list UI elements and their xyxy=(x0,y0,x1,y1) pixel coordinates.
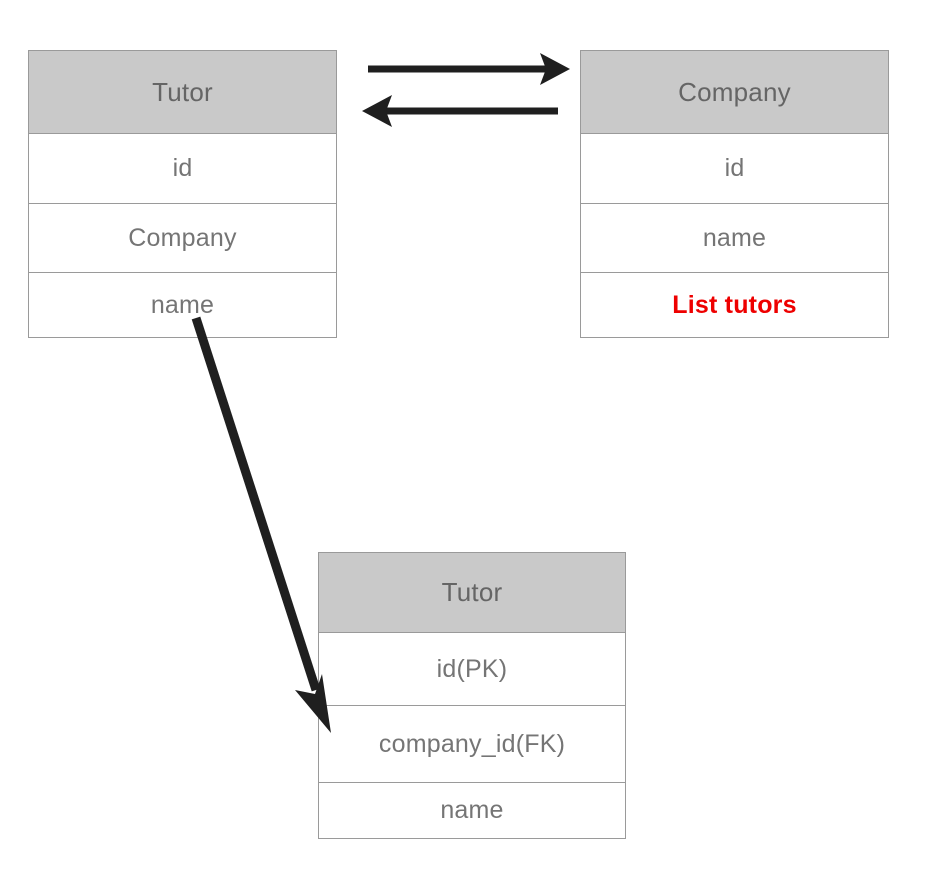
arrow-tutor-to-table-icon xyxy=(191,316,331,733)
arrow-tutor-to-company-icon xyxy=(368,53,570,85)
entity-company[interactable]: Company id name List tutors xyxy=(580,50,889,338)
arrow-company-to-tutor-icon xyxy=(362,95,558,127)
entity-tutor-left-row-name[interactable]: name xyxy=(29,273,336,337)
entity-company-header: Company xyxy=(581,51,888,134)
entity-company-row-name[interactable]: name xyxy=(581,204,888,273)
entity-tutor-left-row-company[interactable]: Company xyxy=(29,204,336,273)
entity-tutor-left-header: Tutor xyxy=(29,51,336,134)
entity-tutor-bottom-row-id-pk[interactable]: id(PK) xyxy=(319,633,625,706)
entity-company-row-list-tutors[interactable]: List tutors xyxy=(581,273,888,337)
entity-tutor-bottom[interactable]: Tutor id(PK) company_id(FK) name xyxy=(318,552,626,839)
entity-tutor-left-row-id[interactable]: id xyxy=(29,134,336,204)
entity-tutor-bottom-header: Tutor xyxy=(319,553,625,633)
entity-tutor-left[interactable]: Tutor id Company name xyxy=(28,50,337,338)
entity-company-row-id[interactable]: id xyxy=(581,134,888,204)
entity-tutor-bottom-row-company-id-fk[interactable]: company_id(FK) xyxy=(319,706,625,783)
entity-tutor-bottom-row-name[interactable]: name xyxy=(319,783,625,838)
